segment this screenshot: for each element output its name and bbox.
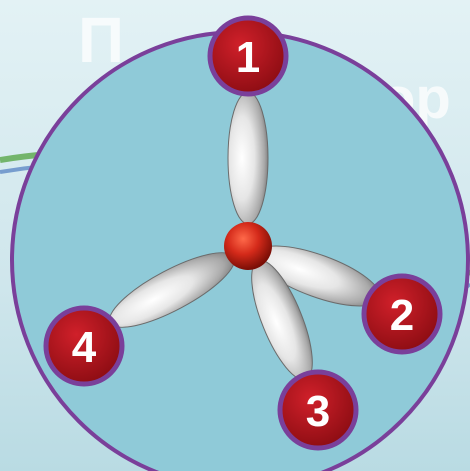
badge-3: 3	[280, 372, 356, 448]
orbital-lobe-1	[228, 92, 268, 224]
badge-4: 4	[46, 308, 122, 384]
badge-1: 1	[210, 18, 286, 94]
nucleus	[224, 222, 272, 270]
badge-4-label: 4	[72, 323, 97, 372]
badge-1-label: 1	[236, 33, 260, 82]
badge-3-label: 3	[306, 387, 330, 436]
badge-2: 2	[364, 276, 440, 352]
badge-2-label: 2	[390, 291, 414, 340]
title-fragment-left: П	[78, 4, 124, 76]
